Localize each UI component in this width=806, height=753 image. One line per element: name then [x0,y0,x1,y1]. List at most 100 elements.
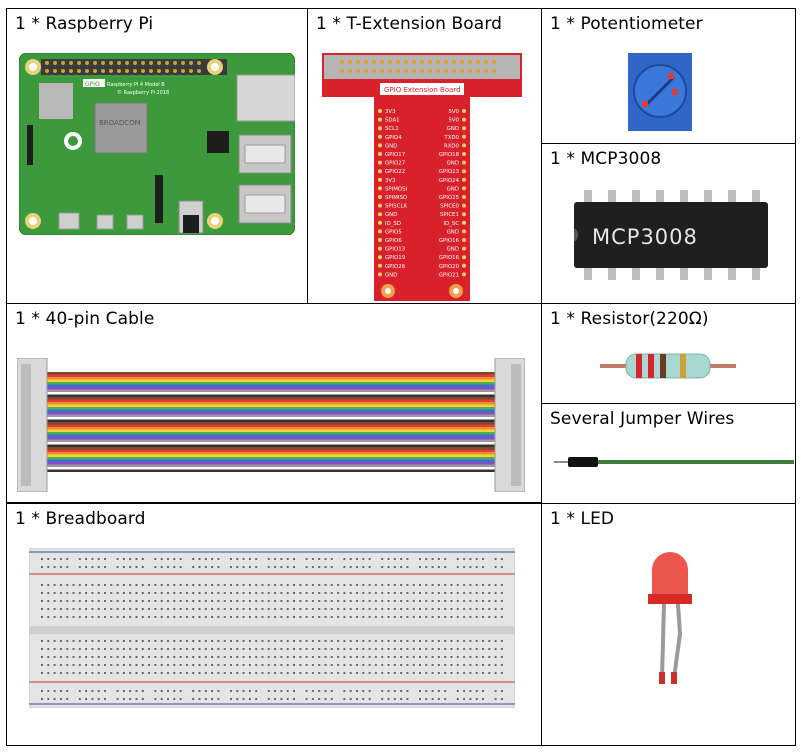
breadboard-hole [437,672,440,674]
breadboard-hole [419,640,421,642]
breadboard-hole [444,664,447,666]
breadboard-hole [41,616,43,618]
breadboard-hole [185,608,188,610]
breadboard-hole [167,608,169,610]
breadboard-hole [362,698,365,700]
breadboard-hole [387,608,390,610]
breadboard-hole [311,648,314,650]
breadboard-hole [368,698,371,700]
breadboard-hole [500,656,503,658]
breadboard-hole [469,616,472,618]
tboard-pin-dot [378,263,382,268]
breadboard-hole [456,656,459,658]
breadboard-hole [129,656,132,658]
breadboard-hole [450,656,453,658]
breadboard-hole [230,616,232,618]
breadboard-hole [349,648,352,650]
tboard-right-pin-label: GND [447,161,459,167]
breadboard-hole [160,600,163,602]
breadboard-hole [406,592,409,594]
tboard-left-pin-label: 3V3 [385,109,396,115]
breadboard-hole [242,608,245,610]
breadboard-hole [431,640,434,642]
breadboard-hole [122,698,125,700]
breadboard-hole [475,592,478,594]
breadboard-hole [456,690,459,692]
breadboard-hole [337,640,340,642]
breadboard-hole [85,600,88,602]
ribbon-wire [45,387,497,390]
breadboard-hole [261,600,264,602]
breadboard-hole [324,648,327,650]
breadboard-hole [116,584,119,586]
breadboard-hole [450,616,453,618]
breadboard-hole [179,600,182,602]
breadboard-hole [463,592,466,594]
tboard-pin-dot [378,186,382,191]
breadboard-hole [173,664,176,666]
breadboard-hole [255,698,258,700]
breadboard-hole [305,672,308,674]
breadboard-hole [444,672,447,674]
breadboard-hole [299,672,302,674]
breadboard-hole [97,600,100,602]
breadboard-hole [104,648,106,650]
breadboard-hole [286,600,289,602]
breadboard-hole [362,690,365,692]
breadboard-hole [381,558,384,560]
breadboard-hole [286,664,289,666]
breadboard-hole [450,664,453,666]
breadboard-hole [293,592,295,594]
breadboard-hole [337,672,340,674]
breadboard-hole [444,698,447,700]
breadboard-hole [267,608,270,610]
breadboard-hole [91,608,94,610]
breadboard-hole [59,690,62,692]
breadboard-hole [482,690,484,692]
breadboard-hole [116,648,119,650]
tboard-pin-dot [462,160,466,165]
label-raspberry-pi: 1 * Raspberry Pi [15,14,154,34]
breadboard-hole [406,672,409,674]
tboard-left-pin-label: SDA1 [385,118,400,124]
breadboard-hole [437,592,440,594]
breadboard-hole [185,656,188,658]
breadboard-hole [242,592,245,594]
breadboard-hole [286,672,289,674]
breadboard-hole [482,566,484,568]
breadboard-hole [362,600,365,602]
breadboard-hole [488,672,491,674]
breadboard-hole [368,640,371,642]
breadboard-hole [91,584,94,586]
breadboard-hole [456,584,459,586]
breadboard-hole [211,608,214,610]
breadboard-hole [469,656,472,658]
breadboard-hole [437,584,440,586]
breadboard-hole [59,648,62,650]
breadboard-hole [286,566,289,568]
breadboard-hole [198,558,201,560]
breadboard-hole [305,648,308,650]
breadboard-hole [431,664,434,666]
tboard-right-pin-label: GND [447,186,459,192]
breadboard-hole [330,656,333,658]
breadboard-hole [217,592,220,594]
breadboard-hole [148,584,151,586]
breadboard-hole [412,600,415,602]
breadboard-hole [255,664,258,666]
breadboard-hole [343,664,346,666]
cell-t-extension-board: 1 * T-Extension Board GPIO Extension Boa… [307,8,542,304]
ribbon-wire [45,454,497,457]
breadboard-hole [53,656,56,658]
breadboard-hole [97,608,100,610]
breadboard-hole [72,640,75,642]
breadboard-hole [318,600,321,602]
breadboard-hole [129,690,132,692]
breadboard-hole [469,558,472,560]
breadboard-hole [129,672,132,674]
breadboard-hole [53,640,56,642]
breadboard-hole [343,656,346,658]
breadboard-hole [97,616,100,618]
tboard-pin-dot [378,195,382,199]
breadboard-hole [72,648,75,650]
